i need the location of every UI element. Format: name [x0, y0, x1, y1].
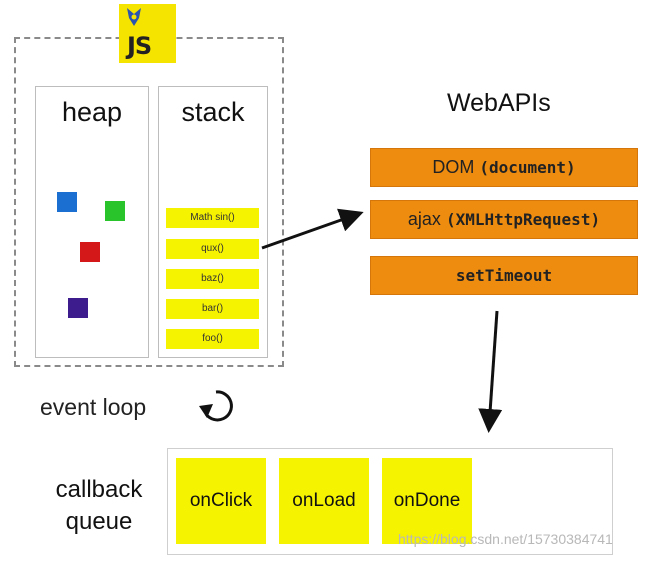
- stack-frame: Math sin(): [166, 208, 259, 228]
- js-logo: JS: [119, 4, 176, 63]
- callback-item: onClick: [176, 458, 266, 544]
- web-api-code: (XMLHttpRequest): [445, 210, 601, 229]
- heap-panel: heap: [35, 86, 149, 358]
- stack-frame: bar(): [166, 299, 259, 319]
- callback-queue-label: callback queue: [44, 474, 154, 538]
- heap-object-blue: [57, 192, 77, 212]
- heap-title: heap: [61, 97, 123, 127]
- callback-item: onDone: [382, 458, 472, 544]
- callback-item: onLoad: [279, 458, 369, 544]
- web-api-code: setTimeout: [455, 266, 553, 285]
- js-logo-text: JS: [127, 32, 152, 60]
- heap-object-green: [105, 201, 125, 221]
- callback-queue-label-line1: callback: [55, 476, 143, 503]
- webapis-title: WebAPIs: [447, 89, 551, 117]
- heap-object-red: [80, 242, 100, 262]
- web-api-label: DOM: [432, 157, 475, 177]
- stack-frame: foo(): [166, 329, 259, 349]
- stack-frame: qux(): [166, 239, 259, 259]
- web-api-dom: DOM (document): [370, 148, 638, 187]
- web-api-settimeout: setTimeout: [370, 256, 638, 295]
- heap-object-purple: [68, 298, 88, 318]
- web-api-code: (document): [479, 158, 576, 177]
- webapi-to-queue-arrow: [478, 310, 503, 433]
- js-logo-badge-icon: [127, 8, 141, 26]
- stack-title: stack: [181, 97, 245, 127]
- callback-queue-label-line2: queue: [65, 508, 133, 535]
- web-api-ajax: ajax (XMLHttpRequest): [370, 200, 638, 239]
- web-api-label: ajax: [407, 209, 441, 229]
- watermark: https://blog.csdn.net/15730384741: [398, 531, 613, 547]
- stack-to-webapi-arrow: [261, 208, 364, 250]
- stack-frame: baz(): [166, 269, 259, 289]
- event-loop-label: event loop: [40, 394, 147, 420]
- event-loop-cycle-icon: [199, 390, 233, 422]
